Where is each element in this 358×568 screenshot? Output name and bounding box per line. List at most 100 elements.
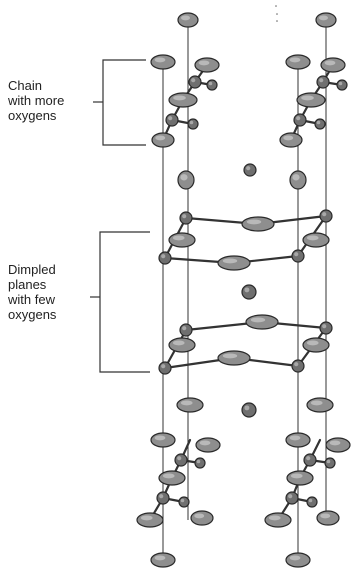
metal-atom-highlight [168,116,173,121]
oxygen-atom-highlight [140,515,153,521]
metal-atom-highlight [161,364,166,369]
metal-atom-highlight [338,81,343,86]
metal-atom [243,163,257,177]
oxygen-atom-highlight [172,235,185,241]
oxygen-atom [316,510,340,526]
oxygen-atom [302,337,330,353]
metal-atom [165,113,179,127]
oxygen-atom-highlight [154,555,166,561]
metal-atom [179,323,193,337]
metal-atom [303,453,317,467]
metal-atom-highlight [294,252,299,257]
metal-atom [174,453,188,467]
oxygen-atom [289,170,307,190]
oxygen-atom [217,255,251,271]
metal-atom-highlight [196,459,201,464]
oxygen-atom-highlight [180,174,188,181]
metal-atom-highlight [322,324,327,329]
oxygen-atom [190,510,214,526]
oxygen-atom [217,350,251,366]
metal-atom [319,321,333,335]
oxygen-atom-highlight [154,57,166,63]
oxygen-atom [168,232,196,248]
oxygen-atom [296,92,326,108]
metal-atom-highlight [308,498,313,503]
oxygen-atom [194,57,220,73]
oxygen-atom [320,57,346,73]
oxygen-atom-highlight [306,235,319,241]
stray-marks [275,5,278,22]
metal-atom-highlight [244,405,250,411]
oxygen-atom-highlight [199,440,211,446]
metal-atom-highlight [288,494,293,499]
metal-atom [306,496,318,508]
oxygen-atom-highlight [222,258,238,264]
oxygen-atom [306,397,334,413]
oxygen-atom [177,170,195,190]
oxygen-atom [315,12,337,28]
metal-atom [319,209,333,223]
oxygen-atom-highlight [289,57,301,63]
oxygen-atom-highlight [172,340,185,346]
oxygen-atom-highlight [292,174,300,181]
metal-atom-highlight [191,78,196,83]
metal-atom-highlight [326,459,331,464]
metal-atom [206,79,218,91]
oxygen-atom-highlight [324,60,336,66]
metal-atom [336,79,348,91]
oxygen-atom-highlight [180,400,193,406]
oxygen-atom [158,470,186,486]
oxygen-atom-highlight [173,95,186,101]
metal-atom-highlight [294,362,299,367]
oxygen-atom-highlight [290,473,303,479]
metal-atom-highlight [161,254,166,259]
oxygen-atom-highlight [319,15,328,21]
metal-atom-highlight [182,326,187,331]
metal-atom-highlight [180,498,185,503]
oxygen-atom [150,552,176,568]
oxygen-atom [136,512,164,528]
oxygen-atom-highlight [289,435,301,441]
oxygen-atom-highlight [181,15,190,21]
metal-atom [156,491,170,505]
metal-atom [194,457,206,469]
oxygen-atom [279,132,303,148]
metal-atom-highlight [189,120,194,125]
metal-atom-highlight [246,166,251,171]
oxygen-atom [264,512,292,528]
metal-atom [291,249,305,263]
oxygen-atom-highlight [289,555,301,561]
oxygen-atom-highlight [301,95,314,101]
metal-atom [187,118,199,130]
metal-atom [188,75,202,89]
oxygen-atom-highlight [154,435,166,441]
oxygen-atom-highlight [329,440,341,446]
metal-atom-highlight [306,456,311,461]
metal-atom-highlight [316,120,321,125]
oxygen-atom-highlight [222,353,238,359]
metal-atoms [156,75,348,508]
oxygen-atom-highlight [155,135,166,141]
oxygen-atom [325,437,351,453]
plane-bonds [163,214,328,370]
metal-atom [324,457,336,469]
metal-atom [241,402,257,418]
oxygen-atom-highlight [283,135,294,141]
metal-atom-highlight [159,494,164,499]
oxygen-atom-highlight [198,60,210,66]
dimpled-planes-label: Dimpled planes with few oxygens [8,262,57,322]
chain-label: Chain with more oxygens [8,78,65,123]
oxygen-atom [285,552,311,568]
metal-atom-highlight [208,81,213,86]
oxygen-atom [245,314,279,330]
oxygen-atom [195,437,221,453]
oxygen-atom-highlight [194,513,205,519]
metal-atom [316,75,330,89]
metal-atom [179,211,193,225]
chain-bracket [93,59,146,146]
oxygen-atom-highlight [162,473,175,479]
oxygen-atom [151,132,175,148]
oxygen-atom [176,397,204,413]
oxygen-atom-highlight [250,317,266,323]
